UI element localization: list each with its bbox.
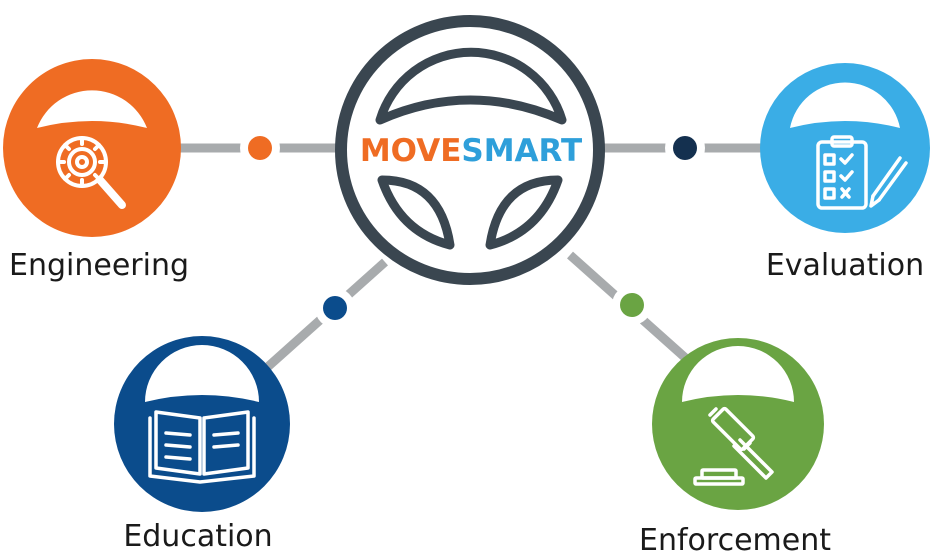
gear-magnifier-icon xyxy=(56,136,126,209)
clipboard-checklist-icon xyxy=(816,135,908,210)
open-book-icon xyxy=(148,410,256,484)
engineering-connector-dot xyxy=(248,136,272,160)
enforcement-label: Enforcement xyxy=(639,523,831,553)
evaluation-node xyxy=(760,63,930,233)
engineering-label: Engineering xyxy=(9,248,189,283)
education-connector-dot xyxy=(323,296,347,320)
brand-move: MOVE xyxy=(360,133,462,169)
engineering-node xyxy=(3,59,181,237)
education-label: Education xyxy=(123,519,272,553)
gavel-icon xyxy=(693,406,774,486)
brand-smart: SMART xyxy=(461,133,582,169)
movesmart-logo: MOVESMART xyxy=(360,133,582,169)
enforcement-node xyxy=(652,338,824,510)
evaluation-label: Evaluation xyxy=(766,248,924,283)
education-node xyxy=(114,336,290,512)
evaluation-connector-dot xyxy=(673,136,697,160)
enforcement-connector-dot xyxy=(620,293,644,317)
